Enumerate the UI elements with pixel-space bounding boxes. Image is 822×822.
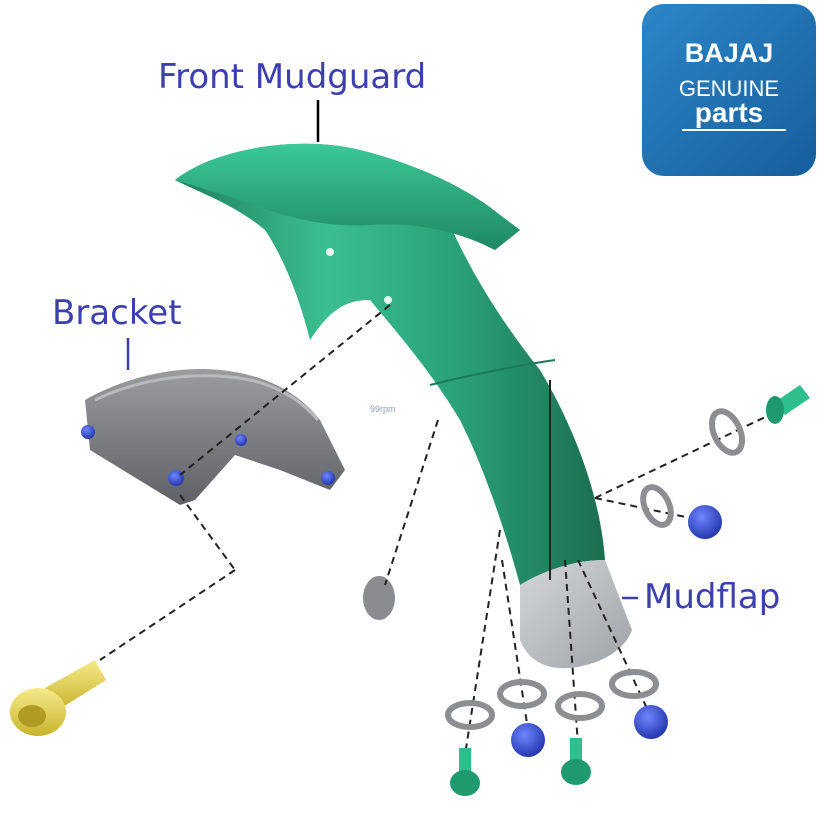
yellow-bolt-socket <box>18 705 46 727</box>
washer-bottom-2 <box>497 679 547 709</box>
dash-bottom-4 <box>577 559 651 716</box>
yellow-bolt <box>10 660 106 736</box>
dash-right-upper <box>594 409 781 499</box>
front-mudguard <box>175 143 605 585</box>
logo-brand: BAJAJ <box>685 38 774 68</box>
green-screw-right-head <box>766 396 784 424</box>
washer-bottom-3 <box>555 691 605 721</box>
label-mudflap: Mudflap <box>644 577 780 617</box>
dash-bracket-down <box>179 494 236 571</box>
dash-bottom-3 <box>564 559 579 746</box>
label-bracket: Bracket <box>52 293 182 333</box>
washer-bottom-1 <box>445 700 495 730</box>
watermark: 99rpm <box>370 404 396 414</box>
bracket-rivet-3 <box>235 434 247 446</box>
dash-to-bolt <box>99 569 236 661</box>
blue-nut-bottom-1 <box>511 723 545 757</box>
bracket-rivet-4 <box>321 471 335 485</box>
bajaj-genuine-parts-logo: BAJAJ GENUINE parts <box>642 4 816 176</box>
blue-nut-right <box>688 505 722 539</box>
green-screw-bottom-2 <box>561 738 591 785</box>
mudguard-hole-2 <box>384 296 392 304</box>
mudguard-seam <box>429 359 556 386</box>
grommet <box>363 576 395 620</box>
green-screw-bottom-2-head <box>561 759 591 785</box>
label-front-mudguard: Front Mudguard <box>158 57 426 97</box>
bracket-body <box>85 369 345 505</box>
mudflap <box>520 560 632 669</box>
logo-genuine: GENUINE <box>679 76 779 101</box>
bracket <box>81 369 345 505</box>
green-screw-bottom-1 <box>450 748 480 796</box>
blue-nut-bottom-2 <box>634 705 668 739</box>
logo-background <box>642 4 816 176</box>
logo-parts: parts <box>695 97 763 128</box>
mudguard-top-surface <box>175 143 520 250</box>
green-screw-right <box>766 385 810 424</box>
dash-to-grommet <box>384 419 439 586</box>
mudguard-body <box>175 143 605 585</box>
bracket-rivet-1 <box>81 425 95 439</box>
bracket-rivet-2 <box>168 470 184 486</box>
washer-right-2 <box>640 484 674 528</box>
mudguard-hole-1 <box>326 248 334 256</box>
dash-bracket-to-mudguard <box>179 304 391 476</box>
bracket-edge <box>94 374 320 421</box>
green-screw-bottom-1-head <box>450 770 480 796</box>
dash-bottom-1 <box>464 529 501 756</box>
dash-bottom-2 <box>501 559 529 731</box>
washer-right-1 <box>708 408 746 456</box>
washer-bottom-4 <box>609 669 659 699</box>
